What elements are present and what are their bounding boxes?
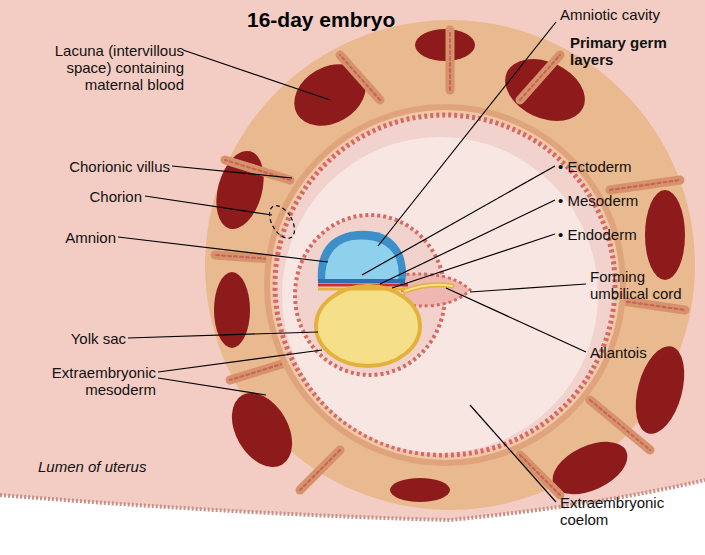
umbilical-cord-label: Forming umbilical cord — [590, 268, 698, 302]
chorion-label: Chorion — [30, 188, 142, 205]
endoderm-label: • Endoderm — [558, 226, 698, 243]
lacuna-label: Lacuna (intervillous space) containing m… — [8, 42, 184, 93]
amniotic-cavity-label: Amniotic cavity — [560, 6, 690, 23]
allantois-label: Allantois — [590, 344, 698, 361]
mesoderm-layer-label: • Mesoderm — [558, 192, 698, 209]
amnion-label: Amnion — [20, 229, 116, 246]
germ-layers-heading: Primary germ layers — [570, 34, 690, 68]
yolk-sac-label: Yolk sac — [20, 330, 126, 347]
lumen-label: Lumen of uterus — [38, 458, 198, 475]
mesoderm-label: Extraembryonic mesoderm — [6, 364, 156, 398]
diagram-title: 16-day embryo — [247, 8, 395, 32]
coelom-label: Extraembryonic coelom — [560, 494, 700, 528]
ectoderm-label: • Ectoderm — [558, 158, 698, 175]
villus-label: Chorionic villus — [20, 158, 170, 175]
